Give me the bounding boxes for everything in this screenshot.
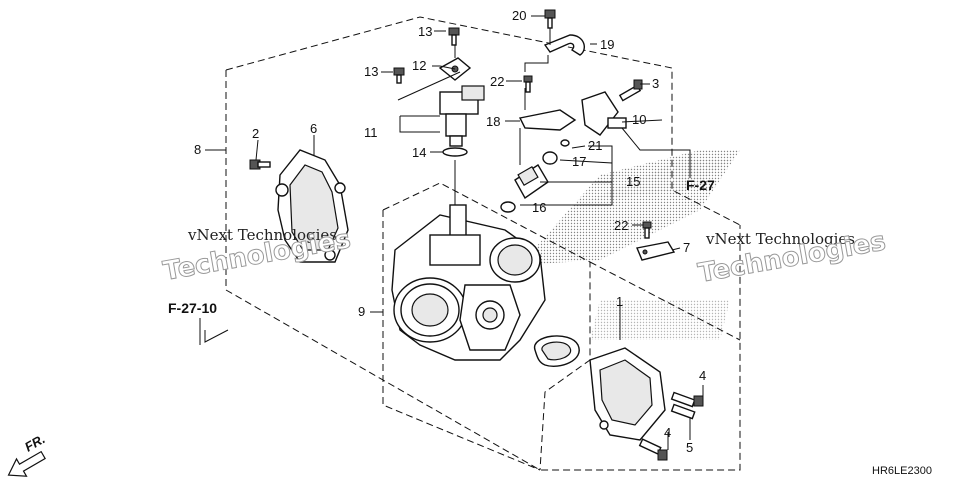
assembly-boundary bbox=[225, 16, 741, 471]
callout-11: 11 bbox=[364, 125, 378, 140]
callout-16: 16 bbox=[532, 200, 546, 215]
part-4-screw-upper bbox=[670, 391, 704, 408]
ref-f-27: F-27 bbox=[686, 177, 715, 193]
front-arrow bbox=[7, 450, 46, 477]
honda-wing-watermark bbox=[520, 150, 740, 340]
part-20-bolt bbox=[544, 9, 556, 29]
callout-7: 7 bbox=[683, 240, 690, 255]
part-1-gasket bbox=[534, 335, 580, 367]
part-1-sensor bbox=[589, 347, 666, 441]
callout-4-lower: 4 bbox=[664, 425, 671, 440]
callout-14: 14 bbox=[412, 145, 426, 160]
callouts: 1 2 3 4 4 5 6 7 8 9 10 11 12 13 13 14 15… bbox=[194, 8, 706, 455]
part-3-bolt bbox=[618, 79, 643, 102]
part-13-screw-lower bbox=[393, 67, 405, 84]
callout-10: 10 bbox=[632, 112, 646, 127]
part-7-plate bbox=[636, 241, 676, 261]
part-18-bracket bbox=[518, 109, 577, 131]
callout-3: 3 bbox=[652, 76, 659, 91]
part-16-seal bbox=[500, 201, 516, 213]
part-17-seal bbox=[542, 151, 558, 165]
leader-lines bbox=[204, 15, 704, 450]
part-5-screw bbox=[670, 403, 696, 420]
callout-20: 20 bbox=[512, 8, 526, 23]
part-13-screw-upper bbox=[448, 27, 460, 46]
watermark-left-line1: vNext Technologies bbox=[187, 226, 337, 244]
callout-21: 21 bbox=[588, 138, 602, 153]
part-9-throttle-body bbox=[391, 204, 546, 361]
callout-9: 9 bbox=[358, 304, 365, 319]
callout-2: 2 bbox=[252, 126, 259, 141]
front-label: FR. bbox=[22, 431, 48, 454]
callout-5: 5 bbox=[686, 440, 693, 455]
callout-18: 18 bbox=[486, 114, 500, 129]
callout-22-upper: 22 bbox=[490, 74, 504, 89]
part-11-sensor bbox=[439, 85, 485, 147]
callout-4-upper: 4 bbox=[699, 368, 706, 383]
part-2-screw bbox=[249, 159, 271, 170]
callout-22-lower: 22 bbox=[614, 218, 628, 233]
callout-8: 8 bbox=[194, 142, 201, 157]
part-6-cover bbox=[275, 149, 349, 263]
watermark-right-line1: vNext Technologies bbox=[705, 230, 855, 248]
callout-19: 19 bbox=[600, 37, 614, 52]
callout-15: 15 bbox=[626, 174, 640, 189]
diagram-code: HR6LE2300 bbox=[872, 465, 932, 477]
part-10-sensor bbox=[581, 91, 627, 136]
part-14-o-ring bbox=[442, 147, 468, 157]
callout-13-lower: 13 bbox=[364, 64, 378, 79]
callout-6: 6 bbox=[310, 121, 317, 136]
part-22-bolt-upper bbox=[523, 75, 533, 93]
part-19-clamp bbox=[543, 34, 586, 56]
ref-f-27-10: F-27-10 bbox=[168, 300, 217, 316]
callout-12: 12 bbox=[412, 58, 426, 73]
part-4-screw-lower bbox=[638, 438, 668, 461]
part-21-o-ring bbox=[560, 139, 570, 147]
callout-13-upper: 13 bbox=[418, 24, 432, 39]
callout-1: 1 bbox=[616, 294, 623, 309]
callout-17: 17 bbox=[572, 154, 586, 169]
